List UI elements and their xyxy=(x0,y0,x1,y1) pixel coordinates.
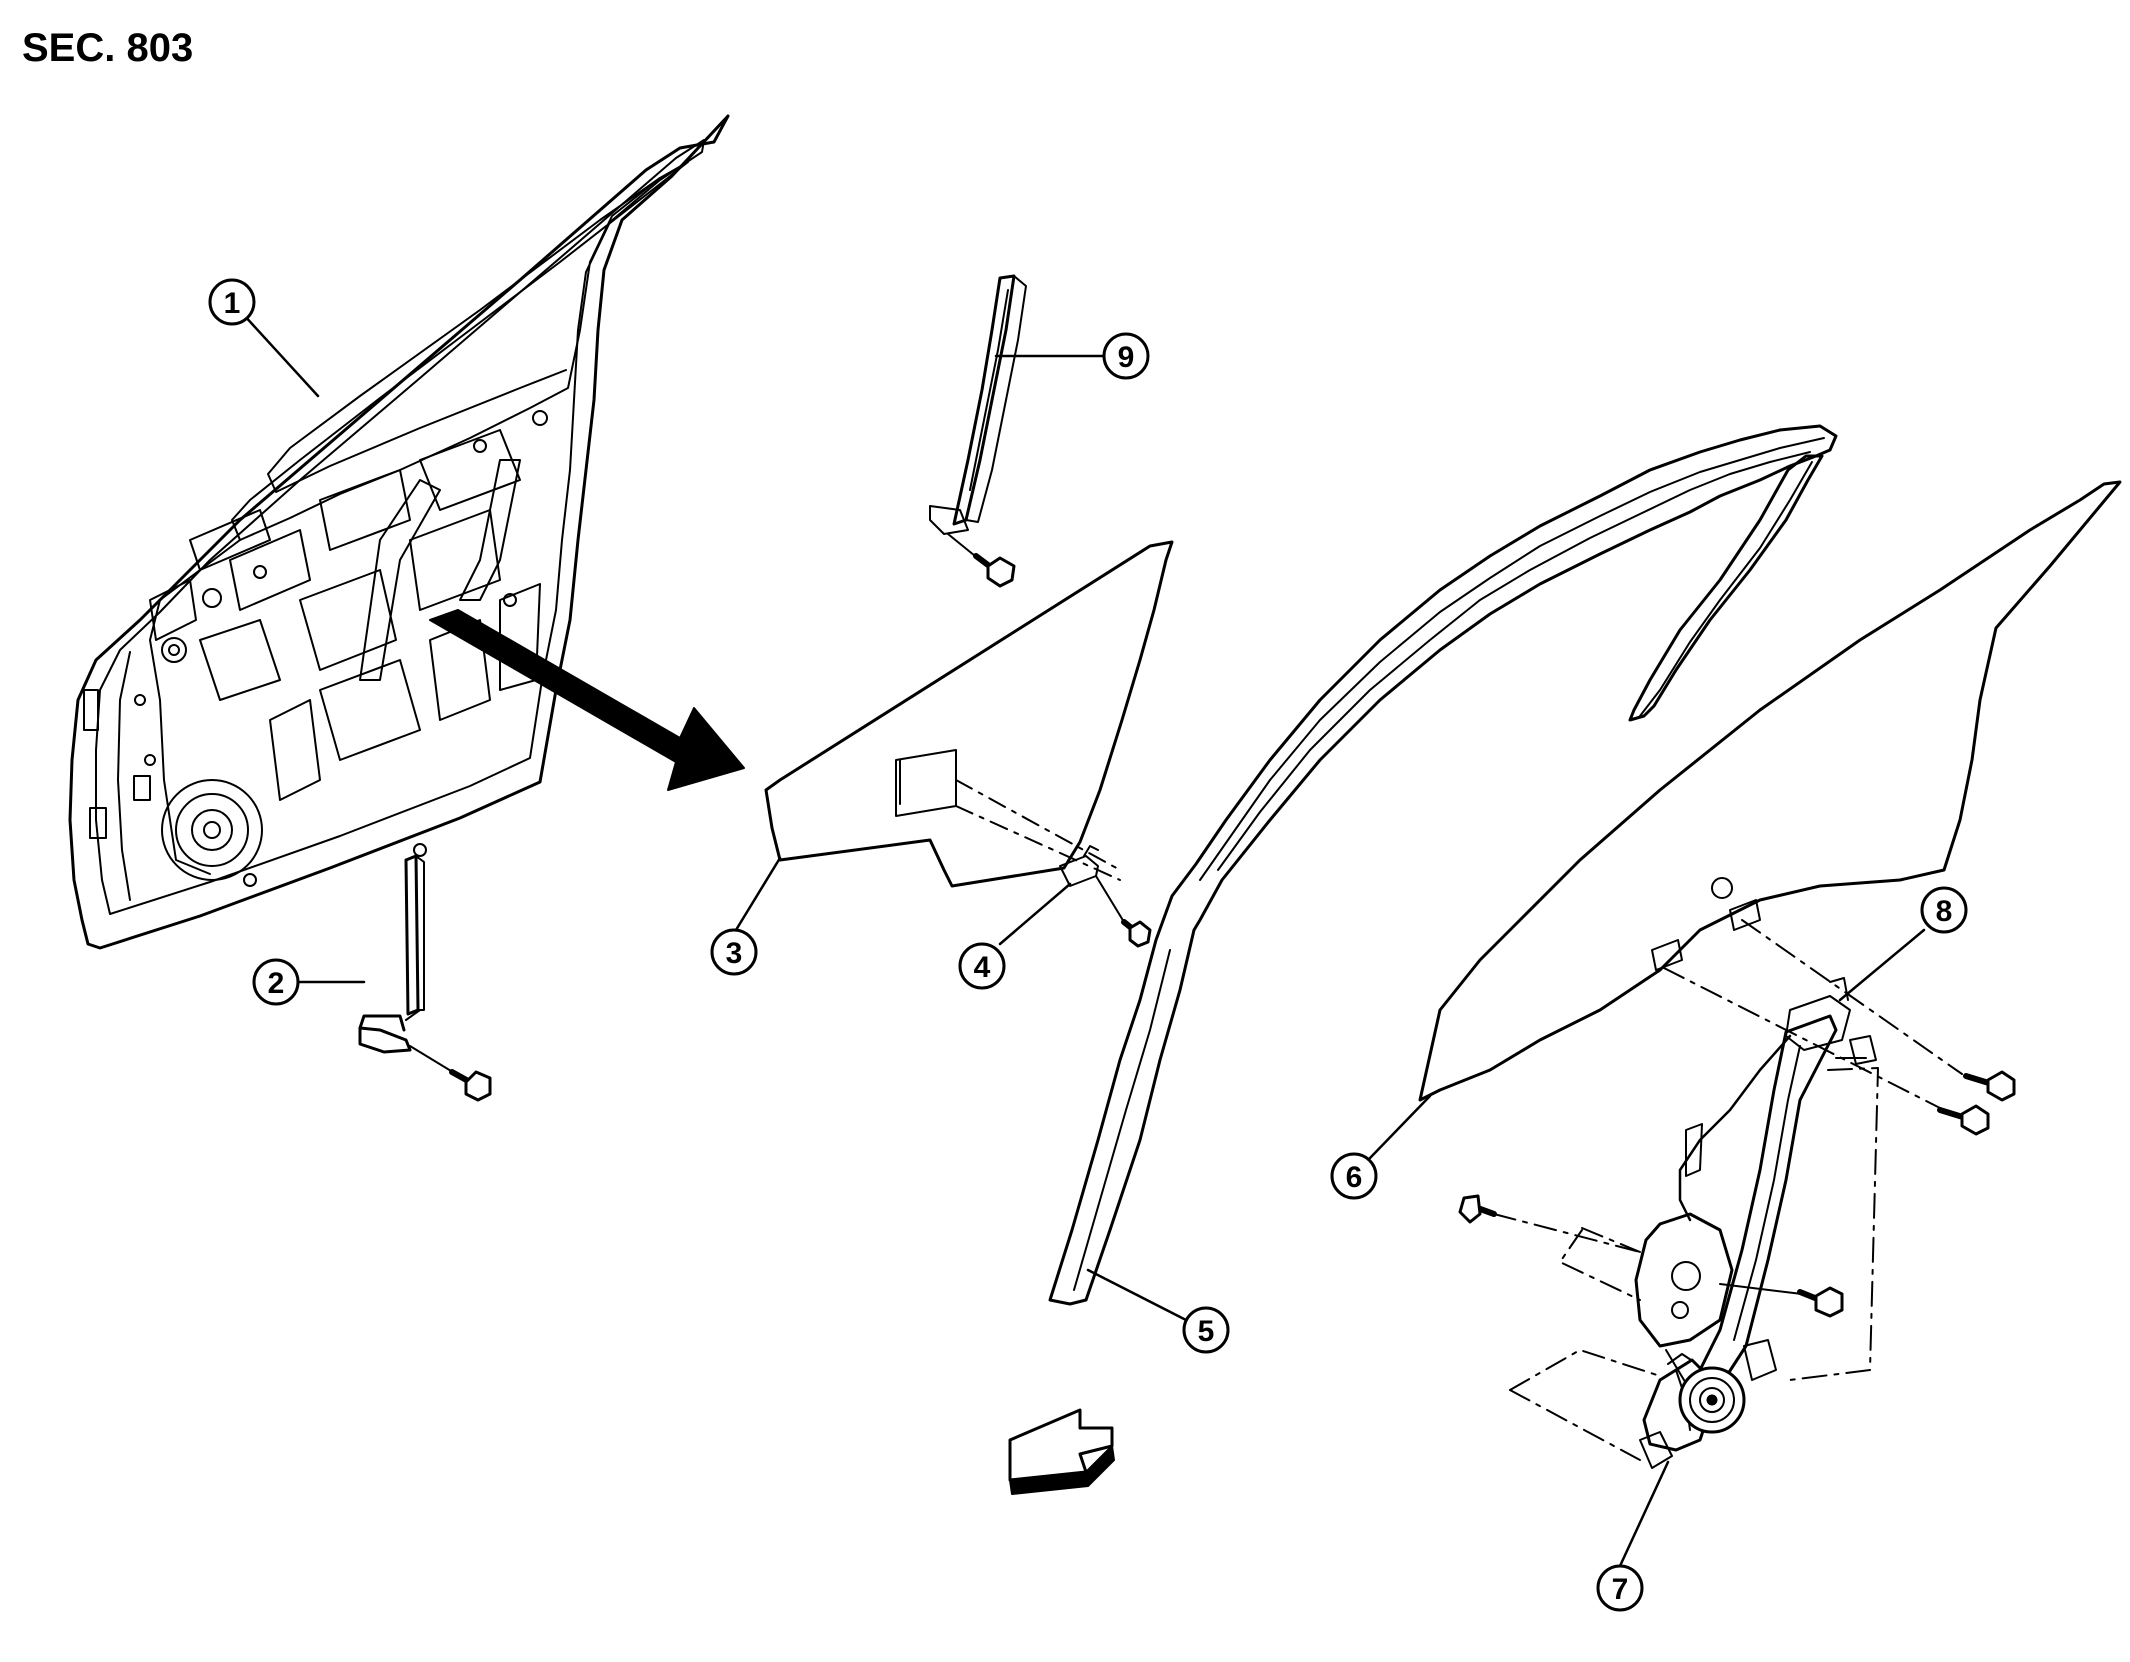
rear-lower-sash xyxy=(296,854,492,1102)
callout-4: 4 xyxy=(958,942,1006,990)
regulator-assembly xyxy=(1458,919,2016,1397)
callout-9-number: 9 xyxy=(1118,341,1135,374)
callout-6: 6 xyxy=(1330,1152,1378,1200)
callout-2-number: 2 xyxy=(268,967,285,1000)
regulator-motor xyxy=(1509,1349,1746,1568)
callout-9: 9 xyxy=(1102,332,1150,380)
glass-run-rubber xyxy=(1048,424,1838,1322)
partition-glass xyxy=(734,540,1174,932)
callout-2: 2 xyxy=(252,958,300,1006)
callout-6-number: 6 xyxy=(1346,1161,1363,1194)
door-panel xyxy=(68,114,745,950)
callout-1-number: 1 xyxy=(224,287,241,320)
callout-8: 8 xyxy=(1920,886,1968,934)
callout-7: 7 xyxy=(1596,1564,1644,1612)
callout-4-number: 4 xyxy=(974,951,991,984)
door-glass xyxy=(1368,480,2122,1160)
callout-3-number: 3 xyxy=(726,937,743,970)
glass-bracket xyxy=(955,779,1152,948)
callout-8-number: 8 xyxy=(1936,895,1953,928)
callout-5-number: 5 xyxy=(1198,1315,1215,1348)
hollow-arrow-icon xyxy=(1008,1408,1115,1495)
callout-1: 1 xyxy=(208,278,256,326)
front-upper-sash xyxy=(929,274,1106,588)
callout-3: 3 xyxy=(710,928,758,976)
pointer-arrow-icon xyxy=(429,609,745,791)
section-label: SEC. 803 xyxy=(22,26,194,70)
callout-5: 5 xyxy=(1182,1306,1230,1354)
callout-7-number: 7 xyxy=(1612,1573,1629,1606)
